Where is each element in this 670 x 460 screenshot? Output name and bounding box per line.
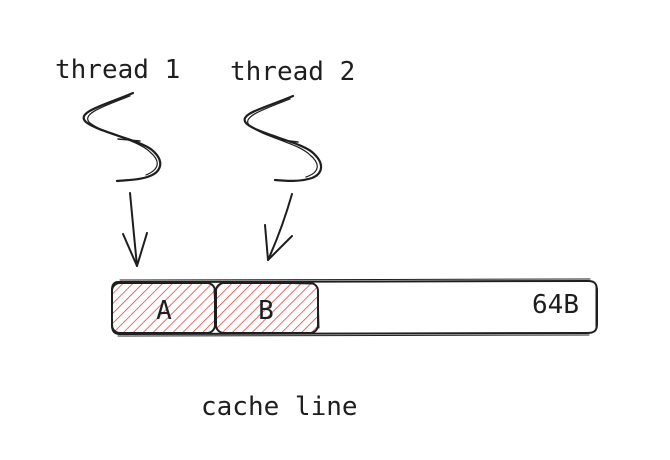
cache-line: A B 64B bbox=[111, 278, 598, 337]
thread-2-label: thread 2 bbox=[230, 57, 355, 87]
thread-1-arrow-icon bbox=[122, 192, 148, 267]
cache-line-size-label: 64B bbox=[532, 290, 579, 320]
slot-b-label: B bbox=[258, 296, 274, 326]
slot-a-label: A bbox=[156, 296, 172, 326]
slot-b: B bbox=[215, 281, 320, 334]
thread-1-group: thread 1 bbox=[55, 55, 180, 267]
thread-2-squiggle-icon bbox=[243, 94, 323, 182]
slot-a: A bbox=[111, 281, 217, 334]
cache-line-caption: cache line bbox=[201, 392, 358, 422]
thread-1-label: thread 1 bbox=[55, 55, 180, 85]
thread-1-squiggle-icon bbox=[82, 91, 162, 183]
thread-2-group: thread 2 bbox=[230, 57, 355, 261]
thread-2-arrow-icon bbox=[264, 193, 293, 261]
